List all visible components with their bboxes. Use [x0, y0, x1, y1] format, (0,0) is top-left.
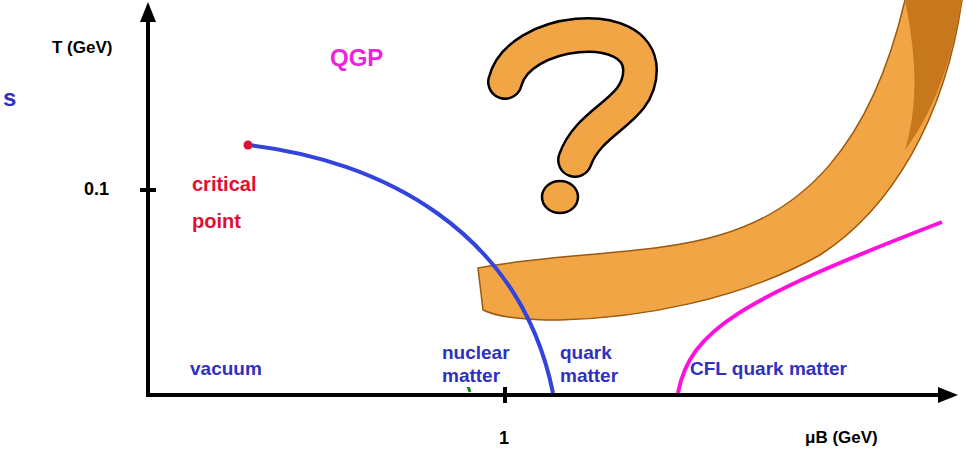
region-label: vacuum [190, 358, 262, 381]
region-label: CFL quark matter [690, 358, 847, 381]
y-tick [140, 188, 156, 192]
region-label: nuclear matter [440, 341, 530, 387]
edge-fragment: s [3, 84, 16, 113]
question-crescent [478, 0, 962, 320]
critical-point-dot [244, 141, 253, 150]
question-mark-dot [542, 181, 578, 213]
point-label: critical point [192, 166, 287, 240]
y-axis [146, 18, 150, 397]
y-axis-arrow [140, 2, 156, 22]
region-label: quark matter [560, 341, 642, 387]
x-tick [503, 387, 507, 403]
cfl-curve [678, 222, 942, 393]
transition-curve [248, 145, 553, 393]
crescent-shade [905, 0, 962, 150]
axis-label: μB (GeV) [805, 428, 878, 448]
x-axis-arrow [938, 387, 958, 403]
tick-label: 1 [499, 428, 509, 450]
question-mark-fill [505, 35, 640, 160]
axis-label: T (GeV) [52, 38, 112, 58]
tick-label: 0.1 [84, 179, 109, 201]
question-mark-outline [505, 35, 640, 160]
x-axis [146, 393, 940, 397]
region-label: QGP [330, 44, 383, 73]
